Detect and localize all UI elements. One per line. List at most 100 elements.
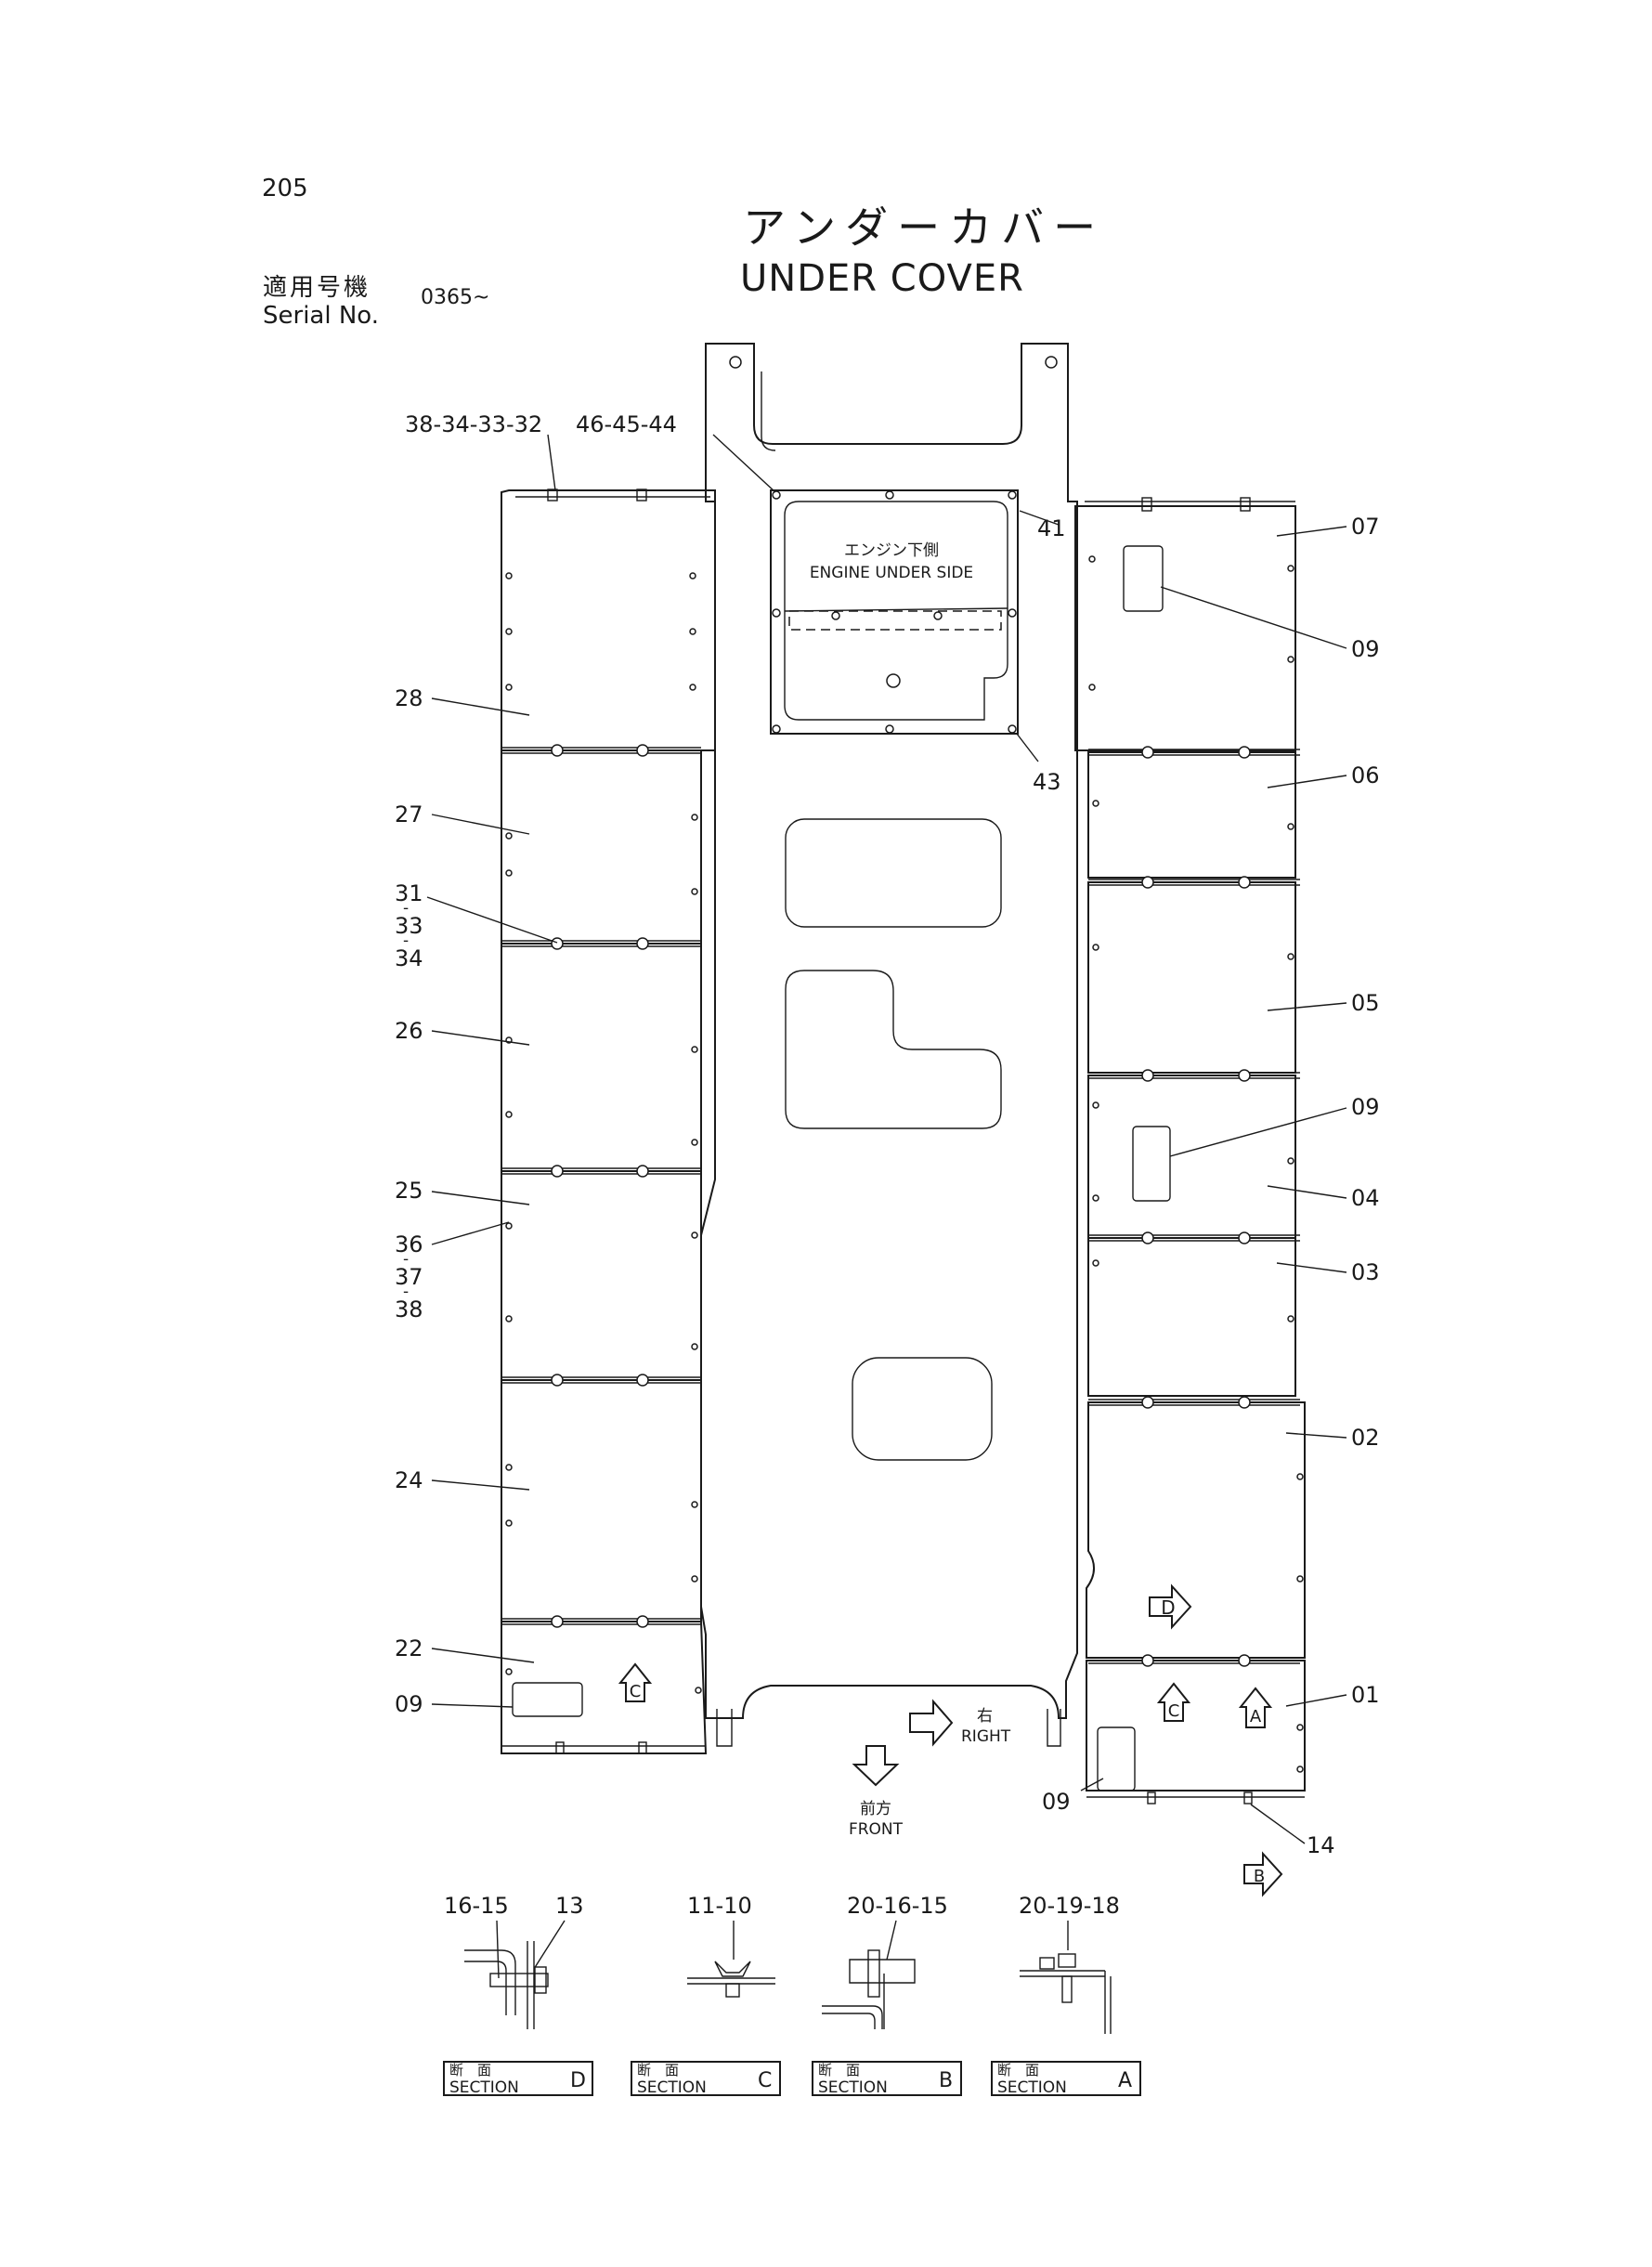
bolt-hole <box>1287 953 1294 960</box>
cover-07 <box>1074 505 1296 751</box>
joint-bolt <box>636 1615 649 1628</box>
engine-label-jp: エンジン下側 <box>844 541 939 560</box>
callout-36: 36 <box>395 1231 423 1257</box>
bolt-hole <box>691 1343 698 1350</box>
callout-03: 03 <box>1351 1259 1380 1285</box>
callout-14: 14 <box>1307 1832 1335 1858</box>
right-covers <box>1074 497 1306 1804</box>
callout-27: 27 <box>395 801 423 827</box>
title-japanese: アンダーカバー <box>743 202 1106 253</box>
section-label-a: 断 面 SECTION A <box>991 2061 1141 2097</box>
view-marker-b-letter: B <box>1254 1867 1265 1886</box>
right-joint-bolts <box>1088 746 1300 1667</box>
bolt-hole <box>1287 565 1294 572</box>
bolt-hole <box>505 869 513 877</box>
callout-31: 31 <box>395 880 423 906</box>
callout-04: 04 <box>1351 1185 1380 1211</box>
title-english: UNDER COVER <box>740 257 1024 300</box>
joint-bolt <box>1238 876 1251 889</box>
bolt-hole <box>691 1046 698 1053</box>
callout-26: 26 <box>395 1018 423 1044</box>
view-marker-c-left: C <box>618 1662 653 1702</box>
callout-07: 07 <box>1351 514 1380 540</box>
joint-bolt <box>1238 1654 1251 1667</box>
svg-text:-: - <box>403 1283 409 1301</box>
section-b-detail: 20-16-15 <box>822 1893 948 2029</box>
bolt-hole <box>1296 1765 1304 1773</box>
joint-bolt <box>636 937 649 950</box>
bolt-hole <box>1088 555 1096 563</box>
direction-right: 右 RIGHT <box>909 1699 1011 1747</box>
cover-26 <box>501 943 702 1172</box>
bolt-hole <box>505 628 513 635</box>
bolt-hole <box>1296 1724 1304 1731</box>
joint-bolt <box>636 744 649 757</box>
view-marker-d: D <box>1149 1583 1192 1630</box>
svg-text:SECTION: SECTION <box>449 2078 519 2097</box>
serial-value: 0365~ <box>421 286 490 309</box>
bolt-hole <box>695 1687 702 1694</box>
section-label-d: 断 面 SECTION D <box>443 2061 593 2097</box>
svg-text:B: B <box>939 2069 953 2092</box>
bolt-hole <box>691 814 698 821</box>
callout-24: 24 <box>395 1467 423 1493</box>
joint-bolt <box>551 1374 564 1387</box>
left-covers <box>501 489 716 1754</box>
cover-02 <box>1086 1401 1306 1659</box>
engine-label-en: ENGINE UNDER SIDE <box>810 564 973 582</box>
callout-06: 06 <box>1351 762 1380 788</box>
section-a-callout: 20-19-18 <box>1019 1893 1120 1919</box>
svg-text:SECTION: SECTION <box>818 2078 888 2097</box>
direction-front: 前方 FRONT <box>849 1745 904 1839</box>
frame-opening <box>785 818 1002 928</box>
callout-46-45-44: 46-45-44 <box>576 411 677 437</box>
section-c-callout: 11-10 <box>687 1893 752 1919</box>
bolt-hole <box>1287 656 1294 663</box>
svg-text:C: C <box>758 2069 772 2092</box>
joint-bolt <box>636 1165 649 1178</box>
bolt-hole <box>689 684 696 691</box>
section-label-c: 断 面 SECTION C <box>631 2061 781 2097</box>
section-b-callout: 20-16-15 <box>847 1893 948 1919</box>
cover-04 <box>1087 1075 1296 1239</box>
cover-06 <box>1087 751 1296 879</box>
frame-opening-l <box>785 970 1002 1129</box>
panel-holes <box>505 555 1304 1773</box>
bolt-hole <box>691 1501 698 1508</box>
joint-bolt <box>551 1615 564 1628</box>
joint-bolt <box>1141 746 1154 759</box>
cover-27 <box>501 749 702 945</box>
section-d-detail: 16-15 13 <box>444 1893 584 2029</box>
section-d-callout: 16-15 <box>444 1893 509 1919</box>
svg-text:断 面: 断 面 <box>997 2062 1039 2078</box>
bolt-hole <box>689 628 696 635</box>
serial-label-english: Serial No. <box>263 302 379 330</box>
bolt-hole <box>505 832 513 840</box>
bolt-hole <box>1296 1473 1304 1480</box>
view-marker-c-letter: C <box>630 1682 642 1701</box>
bolt-hole <box>505 684 513 691</box>
view-marker-b: B <box>1243 1851 1283 1897</box>
cover-05 <box>1087 881 1296 1074</box>
joint-bolt <box>1238 746 1251 759</box>
callout-41: 41 <box>1037 515 1066 541</box>
engine-under-side-panel: エンジン下側 ENGINE UNDER SIDE <box>770 489 1019 735</box>
svg-text:-: - <box>403 932 409 950</box>
serial-label-japanese: 適用号機 <box>263 274 371 302</box>
bolt-hole <box>1287 823 1294 830</box>
bolt-hole <box>1092 1101 1099 1109</box>
section-d-callout: 13 <box>555 1893 584 1919</box>
bolt-hole <box>1088 684 1096 691</box>
callout-09: 09 <box>1351 1094 1380 1120</box>
bolt-hole <box>1296 1575 1304 1583</box>
svg-text:断 面: 断 面 <box>818 2062 860 2078</box>
cover-03 <box>1087 1237 1296 1397</box>
inspection-cover <box>1123 545 1164 612</box>
right-arrow-icon <box>909 1699 954 1747</box>
callout-09: 09 <box>395 1691 423 1717</box>
callout-01: 01 <box>1351 1682 1380 1708</box>
svg-text:断 面: 断 面 <box>449 2062 491 2078</box>
callout-37: 37 <box>395 1264 423 1290</box>
bolt-hole <box>505 1519 513 1527</box>
svg-text:-: - <box>403 1250 409 1269</box>
